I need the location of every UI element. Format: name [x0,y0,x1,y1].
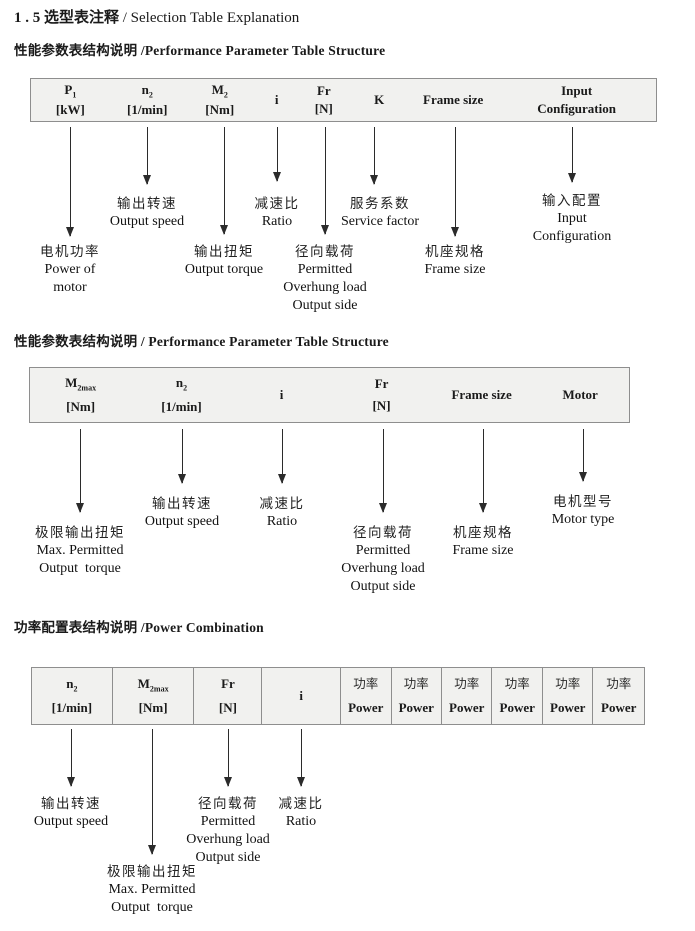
annotation-overhung-load: 径向载荷 Permitted Overhung load Output side [283,244,367,313]
annotation-motor-type: 电机型号 Motor type [551,494,615,527]
annotation-ratio: 减速比 Ratio [278,796,324,829]
annotation-output-torque: 输出扭矩 Output torque [184,244,264,277]
column-header-m2: M2 [Nm] [205,82,235,117]
arrow-down-icon [65,127,74,237]
column-header-fr: Fr [N] [194,668,263,724]
arrow-down-icon [567,127,576,183]
annotation-frame-size: 机座规格 Frame size [452,525,514,558]
table-power-combination: n2 [1/min] M2max [Nm] Fr [N] i 功率 Power … [31,667,645,725]
arrow-down-icon [219,127,228,235]
column-header-m2max: M2max [Nm] [65,375,97,414]
arrow-down-icon [578,429,587,482]
arrow-down-icon [478,429,487,513]
page-title-en: / Selection Table Explanation [119,10,300,26]
arrow-down-icon [147,729,156,855]
arrow-down-icon [277,429,286,484]
arrow-down-icon [378,429,387,513]
arrow-down-icon [223,729,232,787]
column-header-fr: Fr [N] [314,82,333,117]
page-title: 1 . 5 选型表注释 / Selection Table Explanatio… [14,6,299,27]
column-header-input-configuration: Input Configuration [537,82,616,117]
column-header-frame-size: Frame size [451,387,512,402]
annotation-output-speed: 输出转速 Output speed [33,796,109,829]
column-header-i: i [262,668,342,724]
arrow-down-icon [177,429,186,484]
table-performance-parameters-2: M2max [Nm] n2 [1/min] i Fr [N] Frame siz… [29,367,630,423]
column-header-n2: n2 [1/min] [32,668,113,724]
column-header-i: i [279,387,284,402]
annotation-input-configuration: 输入配置 Input Configuration [532,193,612,244]
section2-title: 性能参数表结构说明 / Performance Parameter Table … [14,334,389,349]
column-header-m2max: M2max [Nm] [113,668,195,724]
arrow-down-icon [369,127,378,185]
column-header-n2: n2 [1/min] [127,82,168,117]
column-header-power-3: 功率 Power [442,668,493,724]
column-header-motor: Motor [562,387,598,402]
column-header-p1: P1 [kW] [55,82,85,117]
annotation-output-speed: 输出转速 Output speed [109,196,185,229]
arrow-down-icon [66,729,75,787]
column-header-power-5: 功率 Power [543,668,594,724]
arrow-down-icon [450,127,459,237]
arrow-down-icon [272,127,281,182]
annotation-ratio: 减速比 Ratio [259,496,305,529]
annotation-max-output-torque: 极限输出扭矩 Max. Permitted Output torque [35,525,125,576]
annotation-ratio: 减速比 Ratio [254,196,300,229]
column-header-power-2: 功率 Power [392,668,442,724]
column-header-power-6: 功率 Power [601,677,637,715]
column-header-power-4: 功率 Power [492,668,543,724]
annotation-power-of-motor: 电机功率 Power of motor [40,244,100,295]
annotation-overhung-load: 径向载荷 Permitted Overhung load Output side [341,525,425,594]
page-title-cn: 1 . 5 选型表注释 [14,10,120,26]
annotation-max-output-torque: 极限输出扭矩 Max. Permitted Output torque [107,864,197,915]
column-header-fr: Fr [N] [372,375,391,414]
annotation-overhung-load: 径向载荷 Permitted Overhung load Output side [186,796,270,865]
annotation-frame-size: 机座规格 Frame size [424,244,486,277]
column-header-power-1: 功率 Power [341,668,392,724]
table-performance-parameters-1: P1 [kW] n2 [1/min] M2 [Nm] i Fr [N] K Fr… [30,78,657,122]
arrow-down-icon [142,127,151,185]
column-header-frame-size: Frame size [423,92,484,107]
arrow-down-icon [320,127,329,235]
section3-title: 功率配置表结构说明 /Power Combination [14,620,264,635]
column-header-n2: n2 [1/min] [161,375,202,414]
annotation-service-factor: 服务系数 Service factor [340,196,420,229]
annotation-output-speed: 输出转速 Output speed [144,496,220,529]
section1-title: 性能参数表结构说明 /Performance Parameter Table S… [14,43,386,58]
arrow-down-icon [75,429,84,513]
column-header-i: i [274,92,279,107]
arrow-down-icon [296,729,305,787]
column-header-k: K [374,92,385,107]
